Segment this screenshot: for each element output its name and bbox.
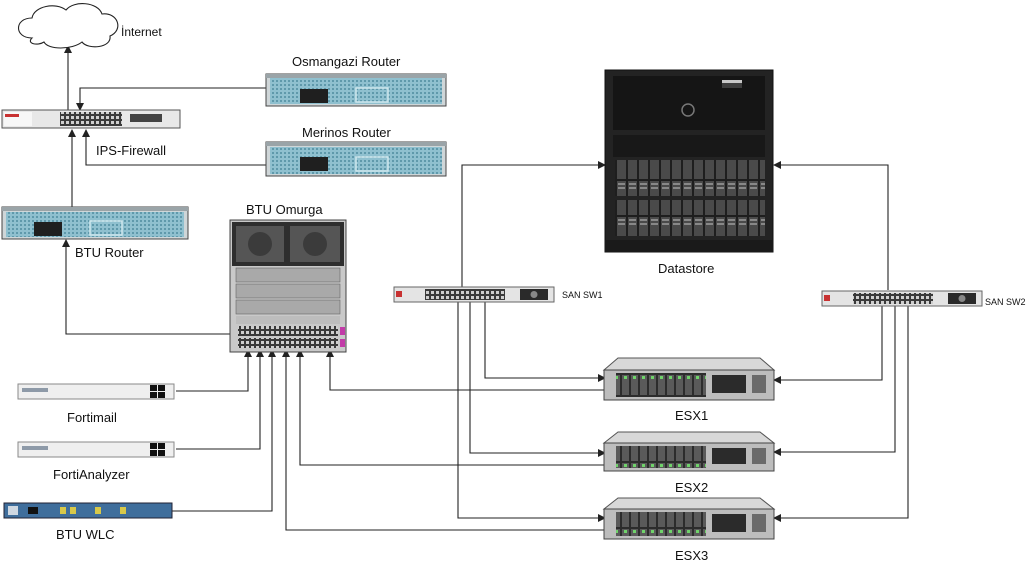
link-esx2-omurga: [296, 349, 605, 466]
san-sw1-label: SAN SW1: [562, 290, 603, 300]
link-sansw1-esx1: [484, 302, 606, 382]
btu-router-label: BTU Router: [75, 245, 144, 260]
esx3-server: [602, 497, 776, 540]
internet-label: İnternet: [121, 25, 162, 39]
osmangazi-router-label: Osmangazi Router: [292, 54, 401, 69]
link-osmangazi-firewall: [76, 87, 268, 111]
link-sansw2-esx2: [773, 306, 896, 456]
link-wlc-omurga: [172, 349, 276, 512]
link-sansw2-esx3: [773, 306, 909, 522]
link-sansw2-esx1: [773, 306, 883, 384]
san-sw1-device: [393, 286, 555, 303]
fortimail-device: [17, 383, 175, 400]
link-merinos-firewall: [82, 129, 268, 166]
btu-wlc-device: [3, 502, 173, 519]
fortimail-label: Fortimail: [67, 410, 117, 425]
link-esx1-omurga: [326, 349, 605, 391]
internet-cloud-icon: [17, 3, 119, 49]
datastore-label: Datastore: [658, 261, 714, 276]
san-sw2-device: [821, 290, 983, 307]
link-esx3-omurga: [282, 349, 605, 531]
link-fortianalyzer-omurga: [176, 349, 264, 450]
link-omurga-btu-router: [62, 239, 240, 335]
ips-firewall-device: [1, 109, 181, 129]
link-sansw1-esx3: [457, 302, 606, 522]
btu-omurga-core-switch: [229, 219, 347, 353]
esx2-label: ESX2: [675, 480, 708, 495]
esx1-server: [602, 357, 776, 401]
fortianalyzer-label: FortiAnalyzer: [53, 467, 130, 482]
btu-omurga-label: BTU Omurga: [246, 202, 323, 217]
san-sw2-label: SAN SW2: [985, 297, 1026, 307]
merinos-router-device: [265, 141, 447, 177]
ips-firewall-label: IPS-Firewall: [96, 143, 166, 158]
esx3-label: ESX3: [675, 548, 708, 563]
btu-wlc-label: BTU WLC: [56, 527, 115, 542]
merinos-router-label: Merinos Router: [302, 125, 392, 140]
esx1-label: ESX1: [675, 408, 708, 423]
link-sansw1-datastore: [461, 161, 606, 288]
datastore-storage-array: [604, 69, 774, 253]
link-sansw2-datastore: [773, 161, 889, 290]
links: [62, 45, 909, 531]
esx2-server: [602, 431, 776, 472]
fortianalyzer-device: [17, 441, 175, 458]
osmangazi-router-device: [265, 73, 447, 107]
btu-router-device: [1, 206, 189, 240]
link-fortimail-omurga: [176, 349, 252, 392]
link-sansw1-esx2: [469, 302, 606, 457]
